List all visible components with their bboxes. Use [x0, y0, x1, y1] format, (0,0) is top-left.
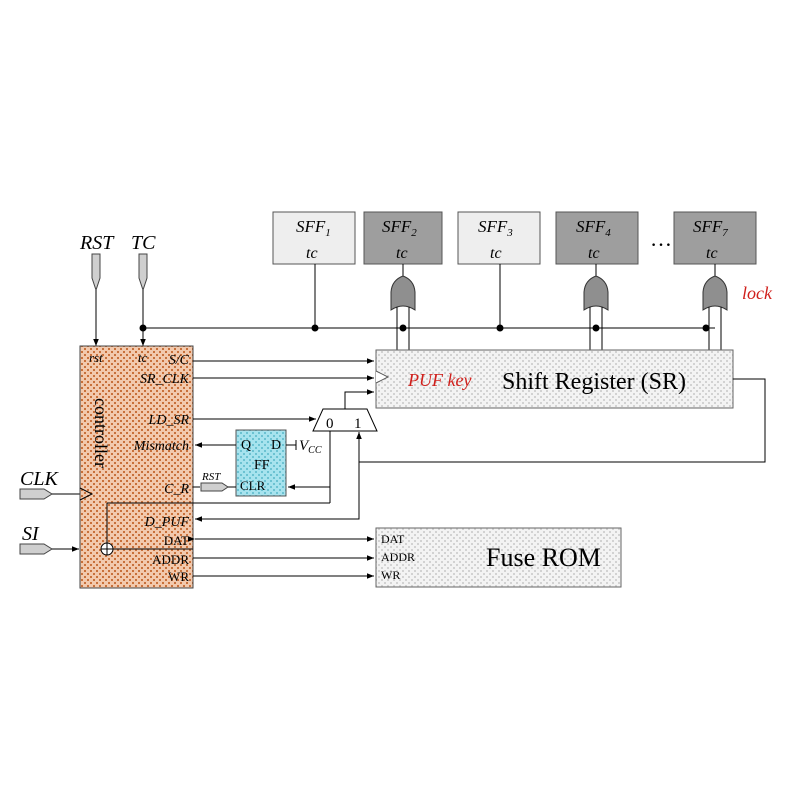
controller-port-tc: tc [138, 350, 148, 365]
fuse-rom-title: Fuse ROM [486, 543, 601, 572]
tc-label: TC [131, 232, 156, 254]
sff2-block: SFF2 tc [363, 211, 443, 265]
d-puf-wire [195, 462, 360, 522]
controller-port-rst: rst [89, 350, 103, 365]
fuse-rom-dat: DAT [381, 532, 405, 546]
sff7-name: SFF [693, 217, 723, 236]
controller-port-sc: S/C [169, 353, 190, 368]
sr-feedback-wire [356, 378, 766, 463]
sff7-sub: 7 [722, 227, 728, 239]
sff2-sub: 2 [411, 227, 417, 239]
svg-text:SFF7: SFF7 [693, 217, 728, 239]
rst-label: RST [79, 232, 115, 254]
mux-block: 0 1 [312, 408, 378, 432]
vcc-label: VCC [299, 438, 322, 456]
controller-port-d-puf: D_PUF [144, 515, 190, 530]
sff2-name: SFF [382, 217, 412, 236]
controller-port-addr: ADDR [152, 552, 189, 567]
sr-puf-key-label: PUF key [407, 370, 471, 390]
fuse-rom-wr: WR [381, 568, 400, 582]
sff7-block: SFF7 tc [673, 211, 757, 265]
ff-q: Q [241, 438, 251, 453]
svg-text:SFF1: SFF1 [296, 217, 331, 239]
sff-ellipsis: … [650, 226, 672, 251]
clk-input-pin: CLK [19, 468, 80, 500]
or-gate-4 [583, 264, 609, 350]
controller-clock-triangle [79, 487, 94, 501]
mux-to-sr-wire [344, 389, 374, 409]
sff2-port: tc [396, 245, 408, 262]
controller-port-wr: WR [168, 569, 189, 584]
sff3-sub: 3 [506, 227, 513, 239]
sff4-name: SFF [576, 217, 606, 236]
clk-label: CLK [20, 468, 59, 490]
lock-label: lock [742, 283, 773, 303]
controller-port-mismatch: Mismatch [133, 439, 189, 454]
fuse-rom-block: DAT ADDR WR Fuse ROM [375, 527, 622, 588]
sff4-block: SFF4 tc [555, 211, 639, 265]
or-gate-2 [390, 264, 416, 350]
sff1-sub: 1 [325, 227, 331, 239]
sff7-port: tc [706, 245, 718, 262]
controller-port-dat: DAT [164, 533, 189, 548]
svg-text:SFF4: SFF4 [576, 217, 611, 239]
controller-title: controller [91, 398, 111, 468]
tc-input-pin: TC [131, 232, 156, 346]
ff-block: Q D FF CLR [235, 429, 287, 497]
mux-in1: 1 [354, 416, 362, 432]
sff1-name: SFF [296, 217, 326, 236]
sff1-port: tc [306, 245, 318, 262]
si-label: SI [22, 523, 40, 545]
rst-input-pin: RST [79, 232, 115, 346]
ff-d: D [271, 438, 281, 453]
sff3-port: tc [490, 245, 502, 262]
shift-register-block: PUF key Shift Register (SR) [375, 349, 734, 409]
ff-rst-label: RST [201, 471, 221, 483]
controller-port-c-r: C_R [164, 482, 189, 497]
sff3-name: SFF [478, 217, 508, 236]
ff-clr: CLR [240, 478, 266, 493]
fuse-rom-addr: ADDR [381, 550, 415, 564]
sff1-block: SFF1 tc [272, 211, 356, 265]
si-input-pin: SI [19, 523, 79, 555]
controller-port-ld-sr: LD_SR [148, 413, 190, 428]
mux-in0: 0 [326, 416, 334, 432]
sr-clock-triangle [375, 370, 390, 384]
xor-symbol [100, 431, 331, 556]
sff4-sub: 4 [605, 227, 611, 239]
or-gate-7 [702, 264, 728, 350]
sff4-port: tc [588, 245, 600, 262]
controller-port-sr-clk: SR_CLK [140, 372, 190, 387]
svg-text:SFF2: SFF2 [382, 217, 417, 239]
ff-name: FF [254, 458, 270, 473]
controller-block: controller rst tc S/C SR_CLK LD_SR Misma… [79, 345, 194, 589]
ff-rst-pin: RST [200, 471, 236, 492]
sff3-block: SFF3 tc [457, 211, 541, 265]
sr-title: Shift Register (SR) [502, 369, 686, 395]
svg-text:SFF3: SFF3 [478, 217, 513, 239]
